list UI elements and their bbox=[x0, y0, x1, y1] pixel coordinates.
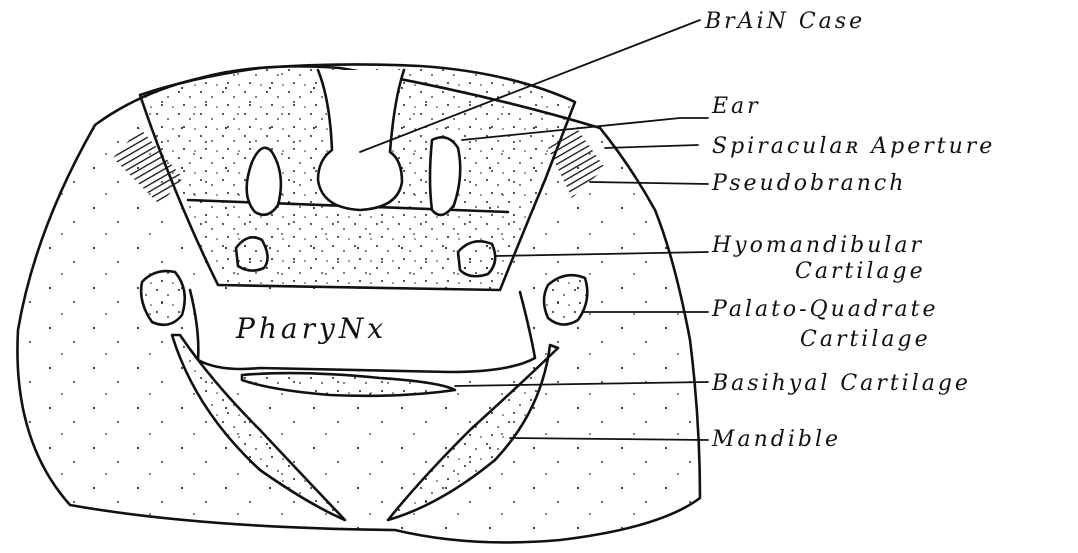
label-pseudobranch: Pseudobranch bbox=[711, 171, 906, 196]
palato-quadrate-right bbox=[544, 275, 587, 324]
palato-quadrate-left bbox=[141, 271, 185, 325]
label-brain-case: BrAiN Case bbox=[704, 9, 865, 34]
ear-right bbox=[430, 137, 460, 215]
label-hyomandibular-2: Cartilage bbox=[795, 259, 926, 284]
leader-spiracular-aperture bbox=[605, 145, 698, 148]
label-mandible: Mandible bbox=[711, 427, 841, 452]
label-palato-quadrate-1: Palato-Quadrate bbox=[711, 297, 939, 322]
hyomandibular-left bbox=[236, 237, 268, 270]
label-hyomandibular-1: Hyomandibular bbox=[711, 233, 924, 258]
label-spiracular-aperture: Spiraculaʀ Aperture bbox=[712, 134, 995, 159]
hyomandibular-right bbox=[458, 241, 495, 276]
label-palato-quadrate-2: Cartilage bbox=[800, 327, 931, 352]
label-pharynx: PharyNx bbox=[235, 312, 387, 345]
label-basihyal: Basihyal Cartilage bbox=[711, 371, 971, 396]
label-ear: Ear bbox=[711, 94, 761, 119]
